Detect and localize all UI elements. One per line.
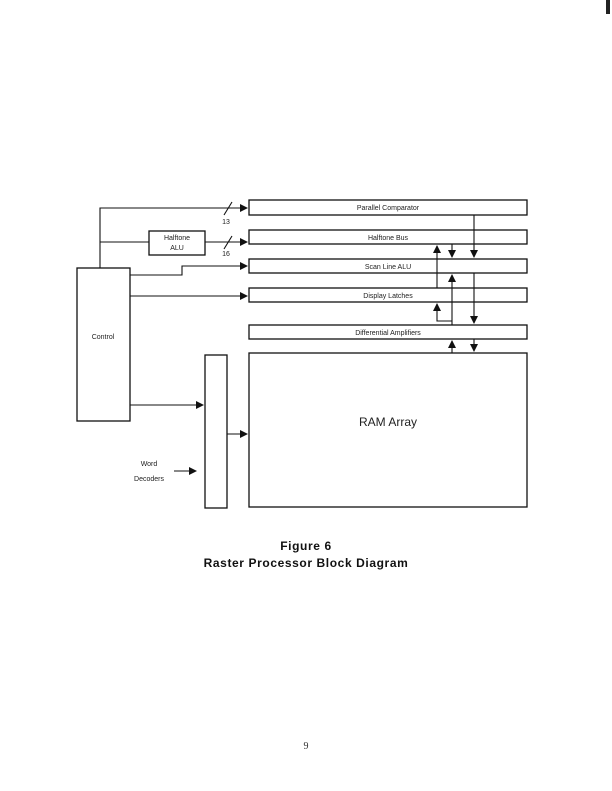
display-latches-block: [248, 287, 528, 303]
halftone-alu-block: [148, 230, 206, 256]
bus-slash-16: [223, 235, 233, 250]
display-latches-label: Display Latches: [363, 293, 413, 300]
halftone-alu-label-line2: ALU: [170, 245, 184, 252]
halftone-bus-block: [248, 229, 528, 245]
parallel-comparator-label: Parallel Comparator: [357, 205, 420, 212]
bus-width-16-label: 16: [222, 251, 230, 258]
parallel-comparator-block: [248, 199, 528, 216]
figure-number: Figure 6: [280, 539, 332, 553]
scan-line-alu-block: [248, 258, 528, 274]
control-to-comparator-line: [99, 204, 248, 268]
word-decoders-label-line1: Word: [141, 461, 158, 468]
bus-width-13-label: 13: [222, 219, 230, 226]
control-label: Control: [92, 334, 115, 341]
differential-amplifiers-label: Differential Amplifiers: [355, 330, 421, 337]
amplifiers-to-latches-arrow: [433, 303, 452, 322]
halftone-bus-label: Halftone Bus: [368, 235, 409, 242]
control-to-scan-line-alu-line: [130, 262, 248, 276]
scan-edge-mark: [606, 0, 610, 14]
ram-array-block: [248, 352, 528, 508]
word-decoders-label-line2: Decoders: [134, 476, 164, 483]
figure-title: Raster Processor Block Diagram: [203, 556, 409, 570]
control-block: [76, 267, 131, 422]
bus-slash-13: [223, 201, 233, 216]
page-number: 9: [303, 741, 309, 752]
halftone-alu-label-line1: Halftone: [164, 235, 190, 242]
scan-line-alu-label: Scan Line ALU: [365, 264, 411, 271]
ram-array-label: RAM Array: [359, 415, 417, 429]
word-decoders-block: [204, 354, 228, 509]
differential-amplifiers-block: [248, 324, 528, 340]
